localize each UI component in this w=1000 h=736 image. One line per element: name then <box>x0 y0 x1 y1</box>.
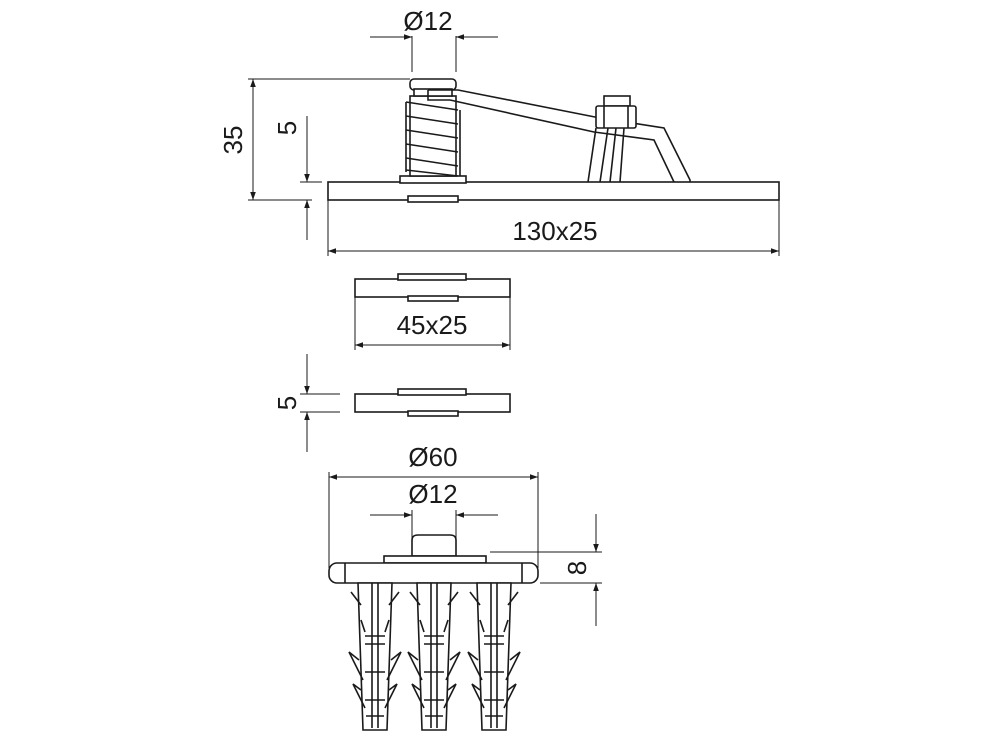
plate-washer-top <box>397 273 467 281</box>
mid-plate-size-label: 45x25 <box>397 310 468 340</box>
lever-hook <box>427 90 450 101</box>
plate-washer-top <box>397 388 467 396</box>
bottom-view-anchor: Ø60 Ø12 8 <box>328 442 602 731</box>
clamp-bolt <box>587 95 637 183</box>
bottom-inner-diameter-label: Ø12 <box>408 479 457 509</box>
mid-view-plate: 45x25 <box>354 273 511 350</box>
wall-plug-left <box>348 582 402 731</box>
lower-thickness-label: 5 <box>272 396 302 410</box>
base-plate-130x25 <box>327 181 780 201</box>
spring <box>405 95 461 177</box>
wall-plug-middle <box>407 582 461 731</box>
bottom-outer-diameter-label: Ø60 <box>408 442 457 472</box>
anchor-disc <box>328 562 539 584</box>
bottom-height-label: 8 <box>562 561 592 575</box>
top-plate-size-label: 130x25 <box>512 216 597 246</box>
top-diameter-label: Ø12 <box>403 6 452 36</box>
lower-view-plate: 5 <box>272 354 511 452</box>
top-view-assembly: Ø12 35 5 <box>218 6 780 256</box>
lever-arm <box>428 89 691 183</box>
spring-washer <box>399 175 467 184</box>
wall-plug-right <box>467 582 521 731</box>
top-thickness-label: 5 <box>272 121 302 135</box>
plate-45x25 <box>354 278 511 298</box>
anchor-stud <box>411 534 457 557</box>
top-height-label: 35 <box>218 126 248 155</box>
spring-top-washer <box>413 88 453 97</box>
anchor-washer <box>383 555 487 564</box>
plate-washer-bottom <box>407 410 459 417</box>
plate-washer-bottom <box>407 295 459 302</box>
bottom-nut <box>407 195 459 203</box>
plate-lower <box>354 393 511 413</box>
